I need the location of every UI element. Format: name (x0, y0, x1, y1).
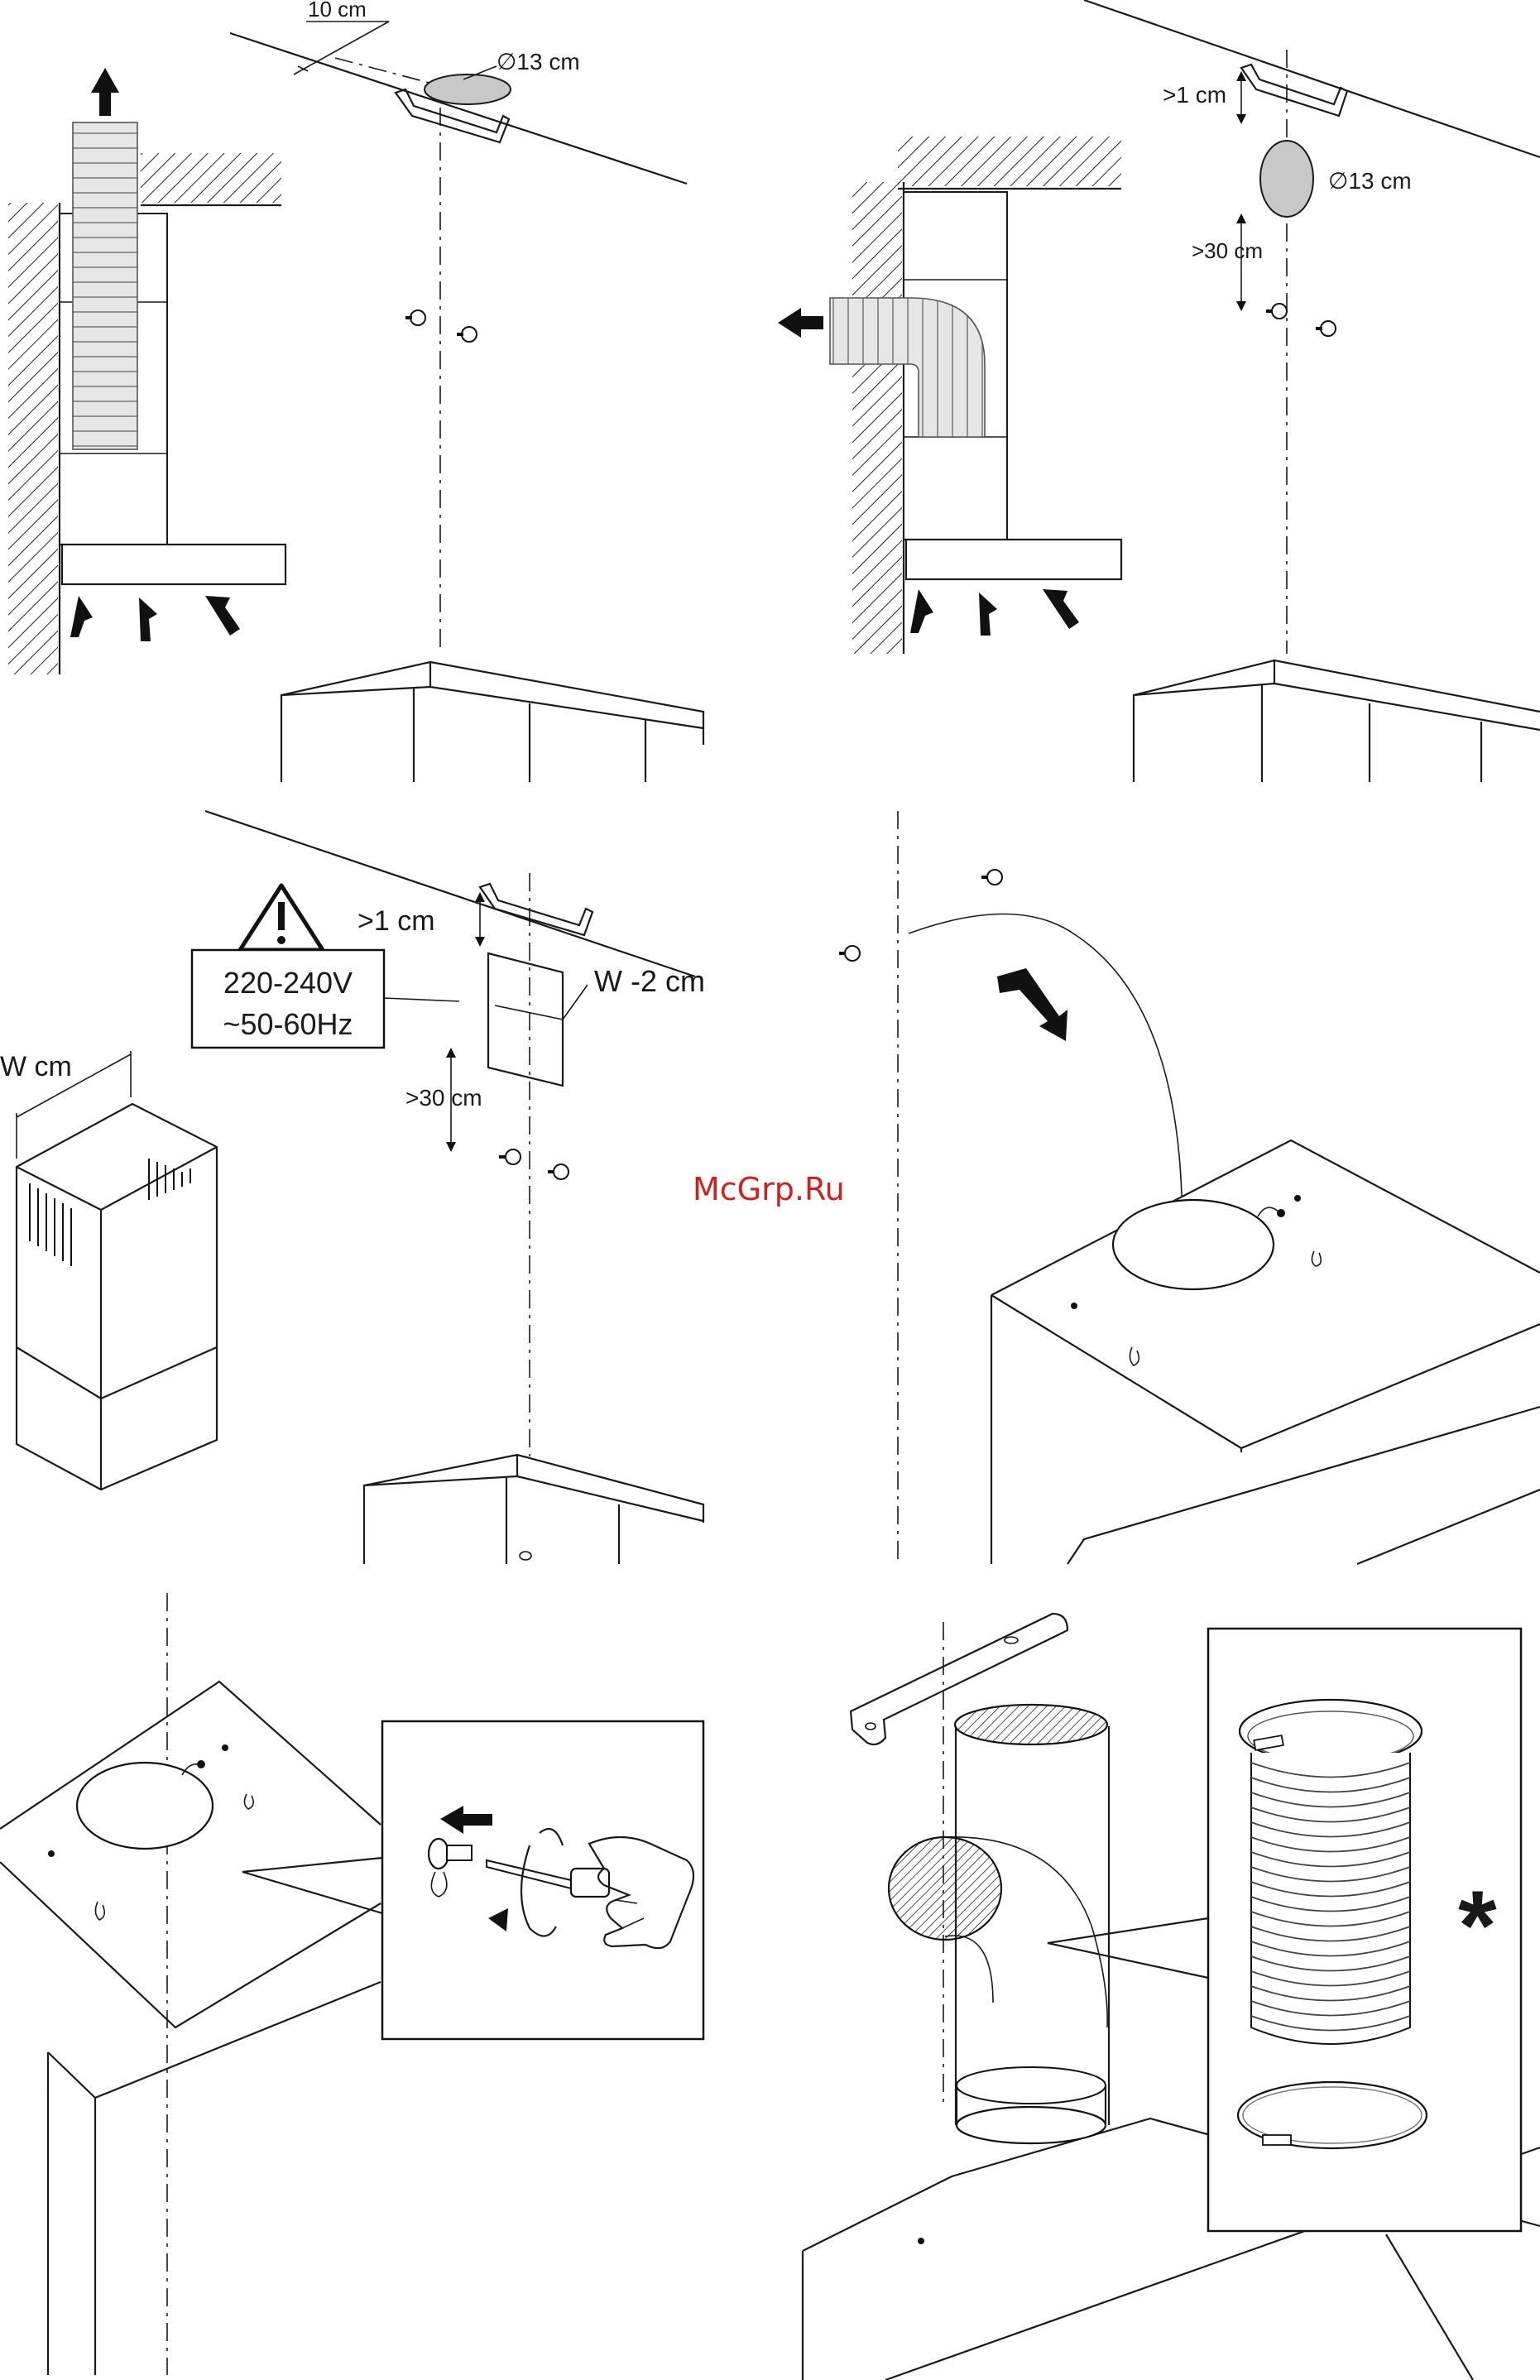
hood-body (991, 1140, 1540, 1564)
diameter-label: ∅13 cm (1328, 168, 1412, 194)
duct-end-hatched (889, 1837, 1001, 1940)
panel-2-rear-exhaust: >1 cm ∅13 cm >30 cm (778, 0, 1540, 782)
voltage-label: 220-240V (223, 966, 353, 1000)
optional-mark: * (1458, 1870, 1497, 1981)
airflow-arrow-icon (979, 593, 997, 636)
flexible-duct (73, 122, 137, 449)
curved-arrow-icon (997, 968, 1067, 1041)
panel-4-hood-hanging (839, 811, 1540, 1564)
airflow-arrow-icon (70, 596, 93, 637)
connection-plate (488, 953, 563, 1086)
screw-icon (548, 1164, 569, 1179)
gap-label: >1 cm (1163, 82, 1226, 108)
screw-icon (499, 1149, 521, 1164)
airflow-arrow-icon (205, 596, 240, 636)
chimney-cover (17, 1104, 217, 1490)
offset-label: 10 cm (308, 0, 367, 22)
power-cable (909, 914, 1182, 1196)
screw-icon (1316, 321, 1336, 336)
panel-3-measurements: >1 cm 220-240V ~50-60Hz W -2 cm >30 cm W… (0, 811, 705, 1564)
ceiling-hatch (898, 137, 1121, 186)
wall-cabinet (364, 1455, 703, 1564)
panel-6-duct-connection: * (803, 1614, 1540, 2380)
airflow-arrow-icon (139, 597, 157, 641)
height-label: >30 cm (405, 1085, 482, 1111)
screw-icon (839, 946, 860, 961)
airflow-arrow-icon (1043, 589, 1079, 629)
wall-hatch (8, 203, 58, 674)
wall-cabinet (1134, 660, 1540, 782)
screw-icon (457, 327, 477, 342)
hood-canopy (906, 540, 1121, 579)
diameter-label: ∅13 cm (497, 49, 580, 74)
chimney-width-label: W cm (0, 1051, 72, 1082)
watermark: McGrp.Ru (693, 1171, 845, 1207)
wall-cabinet (281, 662, 703, 782)
height-label: >30 cm (1192, 238, 1263, 263)
panel-1-vertical-exhaust: 10 cm ∅13 cm (8, 0, 703, 782)
hood-canopy (62, 545, 285, 584)
duct-opening (1113, 1200, 1274, 1289)
gap-label: >1 cm (357, 905, 435, 937)
vent-slots (30, 1159, 190, 1266)
duct-hole-marker (1260, 141, 1313, 217)
duct-top (955, 1705, 1107, 1744)
airflow-arrow-icon (910, 589, 933, 633)
width-label: W -2 cm (594, 964, 705, 998)
duct-opening (77, 1763, 213, 1849)
frequency-label: ~50-60Hz (223, 1007, 353, 1041)
flexible-hose-icon (1240, 1700, 1422, 2044)
arrow-up-icon (91, 68, 119, 116)
screw-icon (405, 310, 425, 325)
panel-5-screw-removal (0, 1593, 703, 2375)
screw-icon (981, 870, 1002, 885)
screw-icon (1266, 304, 1287, 319)
wall-hatch (852, 182, 902, 654)
duct-hole-marker (425, 74, 511, 104)
mounting-bracket (480, 884, 592, 935)
arrow-left-icon (778, 308, 823, 338)
ceiling-hatch (141, 153, 281, 203)
